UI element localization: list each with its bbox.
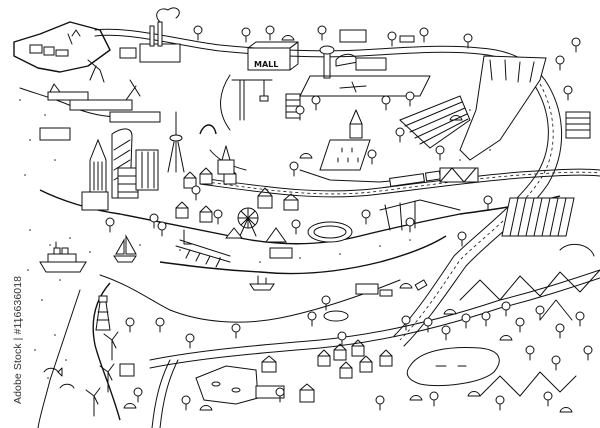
wind-turbines: [85, 331, 119, 417]
forest-lake: [406, 347, 500, 386]
orchard: [319, 109, 371, 171]
church: [217, 145, 235, 175]
roads: [94, 28, 600, 428]
cargo-cranes: [39, 59, 161, 141]
industrial-port: [29, 29, 89, 101]
hills: [459, 243, 600, 397]
vehicles: [119, 279, 428, 377]
village-houses: [261, 339, 393, 403]
trees: [105, 25, 593, 411]
mall-sign-text: MALL: [254, 60, 278, 69]
office-tower: [285, 93, 301, 119]
tv-tower: [167, 111, 185, 173]
factory: [119, 7, 181, 63]
railway: [199, 168, 600, 198]
circus-tents: [224, 227, 293, 259]
lighthouse: [95, 295, 111, 331]
skyscrapers: [81, 128, 159, 211]
cruise-ship: [39, 241, 87, 273]
stadium: [307, 221, 353, 243]
construction-crane: [231, 79, 273, 121]
animal-pasture: [195, 365, 285, 405]
sailboat: [113, 234, 137, 263]
sea-creatures: [43, 367, 75, 389]
farm-fields: [399, 95, 591, 237]
railway-bridge: [379, 167, 479, 231]
fishing-boat: [249, 275, 275, 291]
dam-reservoir: [459, 55, 547, 161]
town-houses: [175, 167, 299, 223]
airport: [299, 29, 431, 97]
docks: [175, 229, 231, 268]
stock-watermark: Adobe Stock | #116636018: [12, 275, 24, 404]
bushes: [123, 35, 573, 413]
ferris-wheel: [237, 207, 259, 237]
mall: MALL: [247, 41, 299, 71]
